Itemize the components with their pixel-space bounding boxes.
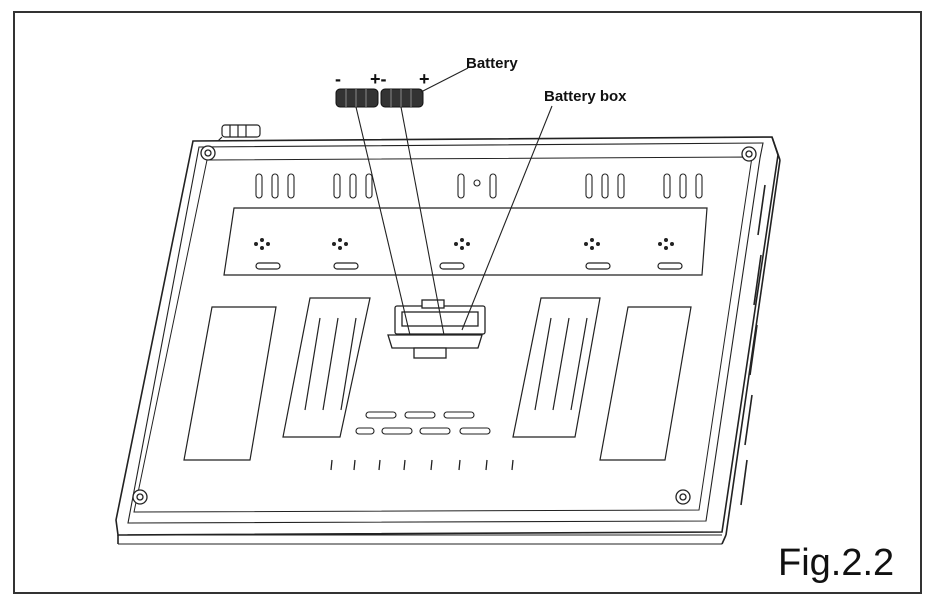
- figure-caption: Fig.2.2: [778, 542, 894, 584]
- battery-box: [387, 299, 486, 359]
- battery-box-label: Battery box: [544, 88, 627, 105]
- minus-sign-1: -: [335, 69, 341, 89]
- cable-connector: [217, 124, 261, 142]
- tv-panel: [115, 136, 781, 545]
- mount-hole-clusters: [254, 238, 674, 250]
- top-mount-plate: [223, 207, 708, 276]
- left-slotted-bracket: [282, 297, 371, 438]
- bottom-slots: [355, 411, 491, 435]
- battery-cells: [335, 88, 424, 108]
- leader-lines: [355, 67, 553, 336]
- right-slotted-bracket: [512, 297, 601, 438]
- plus-minus-sign: +-: [370, 69, 387, 89]
- small-marks: [330, 459, 514, 471]
- corner-screws: [132, 145, 757, 505]
- right-mount-plate: [599, 306, 692, 461]
- top-vent-slots: [255, 173, 703, 199]
- plus-sign-2: +: [419, 69, 430, 89]
- figure-frame: [13, 11, 922, 594]
- left-mount-plate: [183, 306, 277, 461]
- battery-label: Battery: [466, 55, 518, 72]
